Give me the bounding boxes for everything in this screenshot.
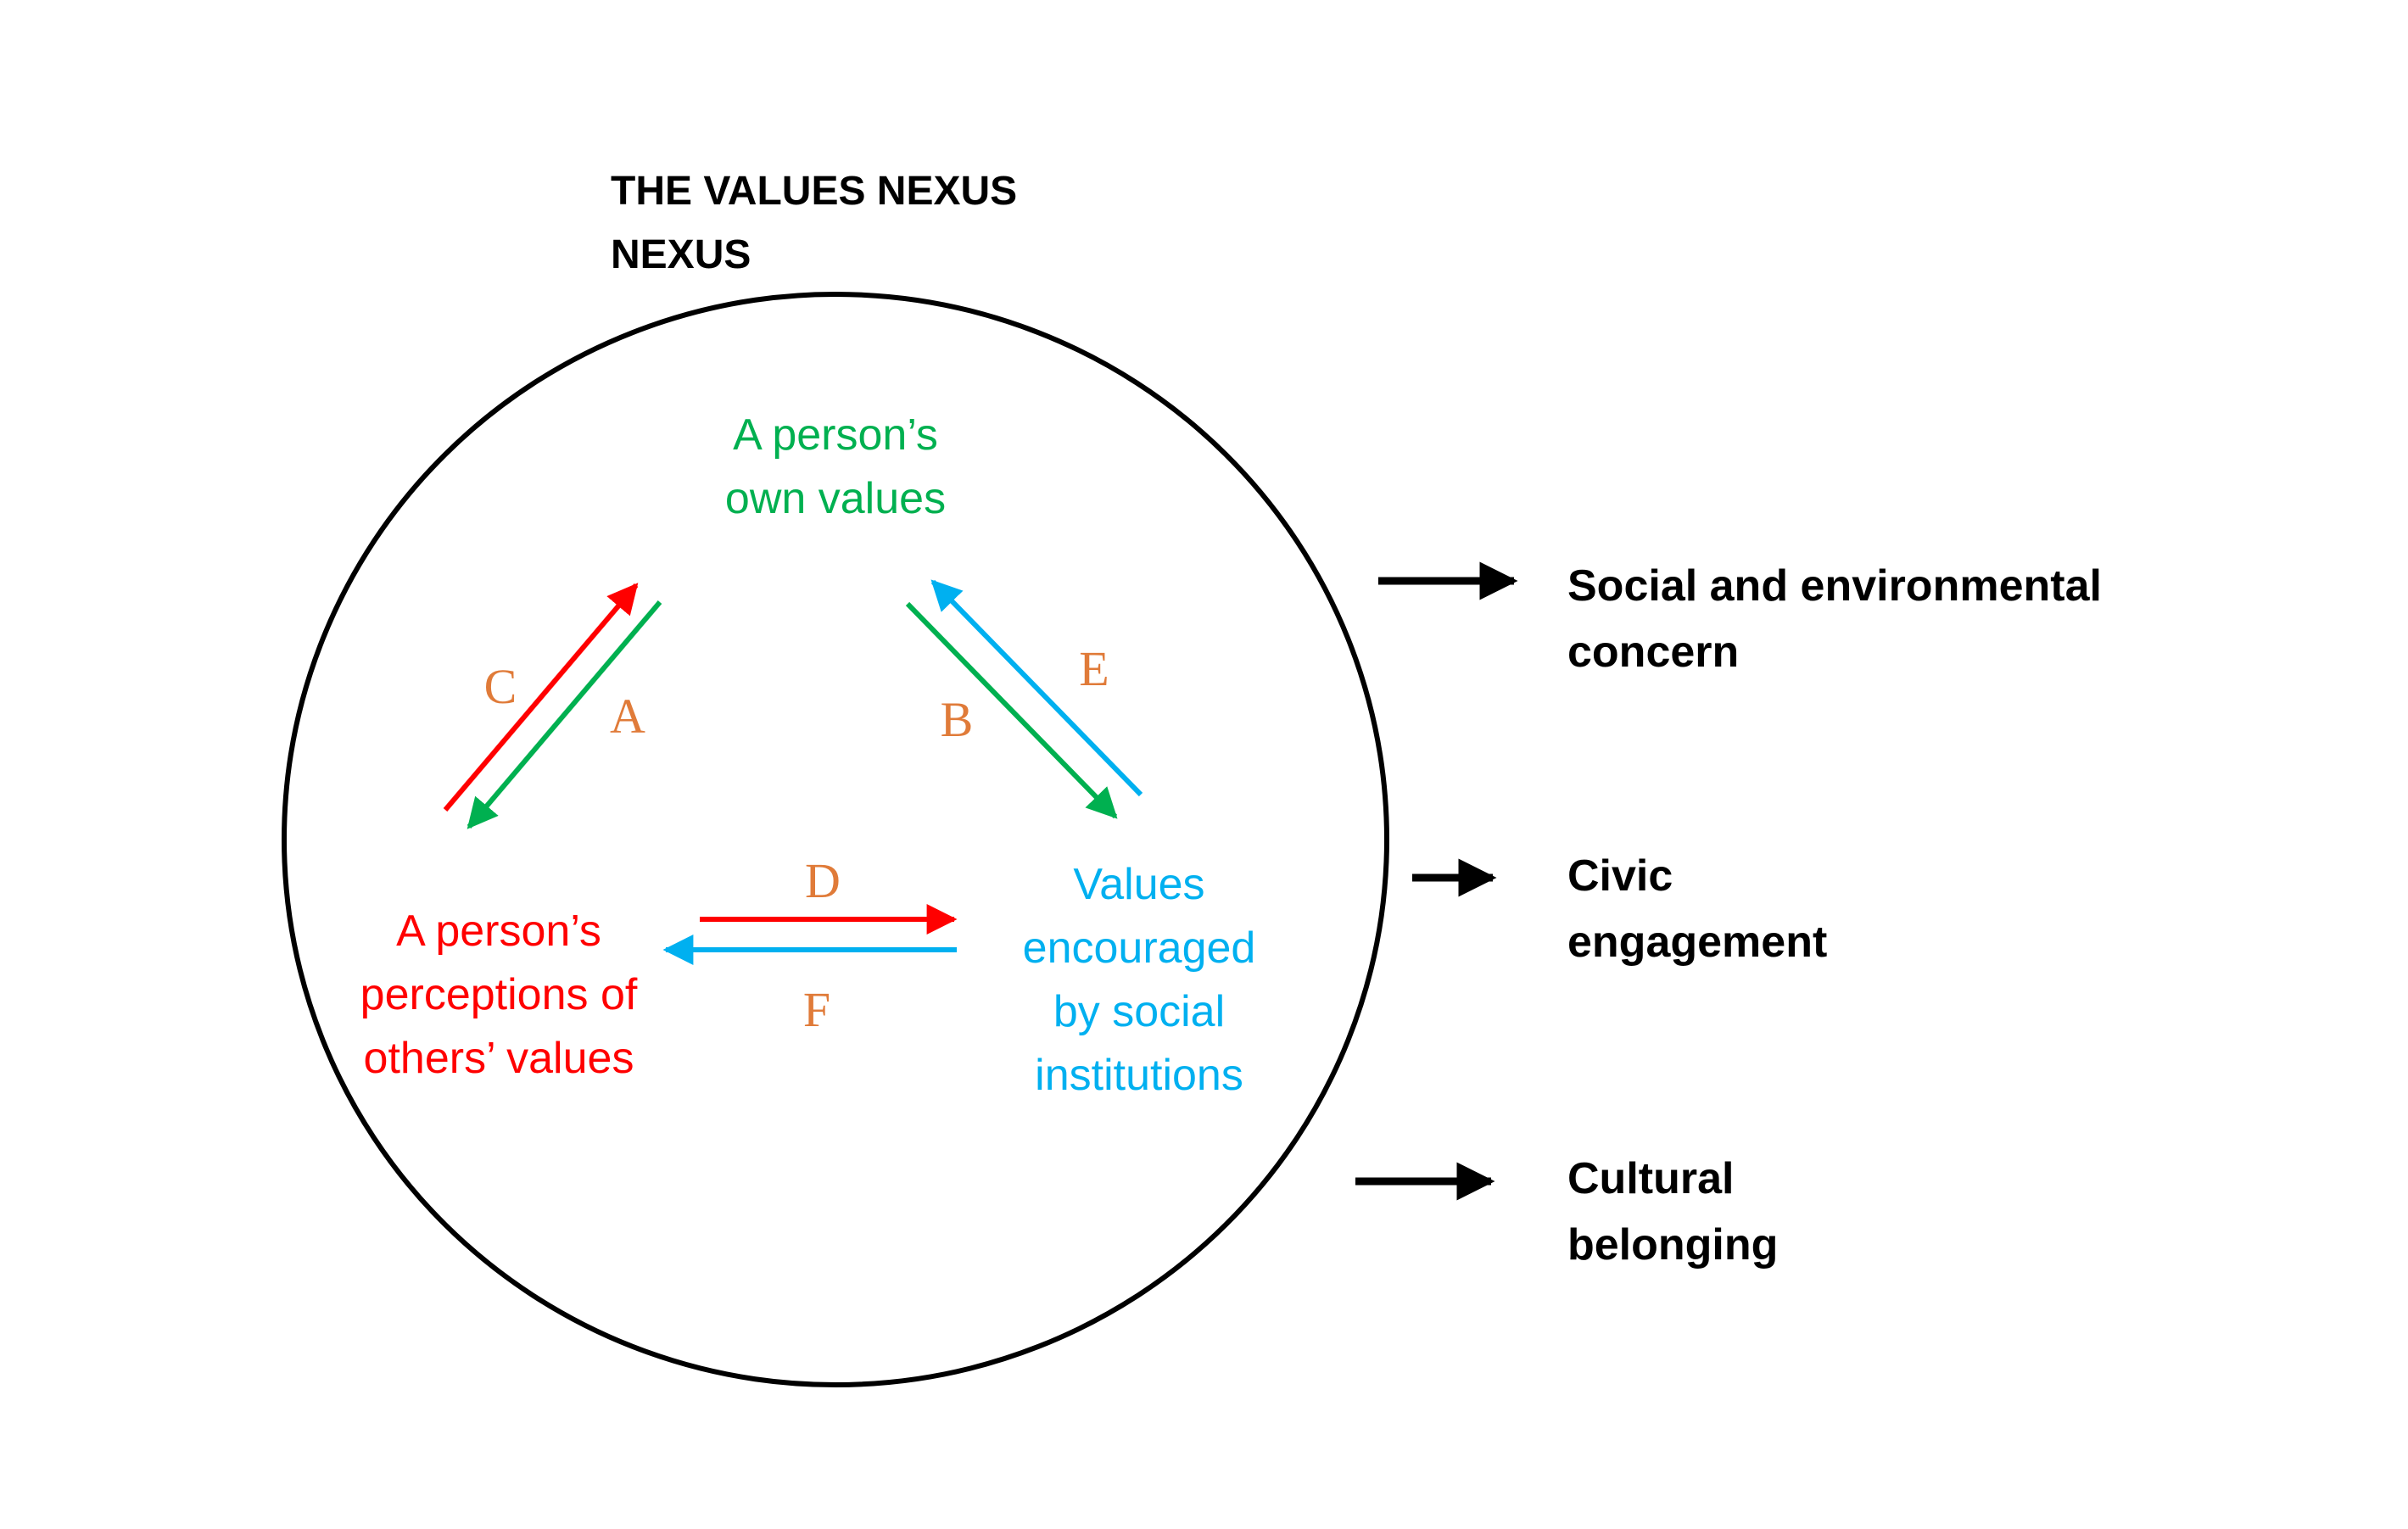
node-perceptions-line3: others’ values	[364, 1034, 634, 1083]
arrow-a	[467, 600, 662, 829]
outcome-social-environmental: Social and environmental concern	[1567, 561, 2102, 677]
diagram-title: THE VALUES NEXUS	[611, 169, 1017, 214]
node-institutions-line4: institutions	[1035, 1051, 1243, 1100]
outcome-3-line1: Cultural	[1567, 1154, 1734, 1203]
label-c: C	[484, 659, 517, 714]
outcome-1-line2: concern	[1567, 628, 1739, 677]
label-e: E	[1079, 641, 1109, 696]
node-own-values-line2: own values	[725, 474, 946, 523]
arrow-c	[443, 583, 639, 812]
arrow-e	[930, 579, 1143, 797]
node-institutions-line3: by social	[1053, 987, 1225, 1036]
node-own-values: A person’s own values	[725, 410, 946, 523]
label-a: A	[610, 689, 645, 744]
node-institutions: Values encouraged by social institutions	[1023, 860, 1256, 1100]
outcome-cultural: Cultural belonging	[1567, 1154, 1778, 1270]
diagram-title-line2: NEXUS	[611, 232, 751, 277]
node-institutions-line2: encouraged	[1023, 924, 1256, 973]
outcome-2-line1: Civic	[1567, 851, 1673, 901]
outcome-1-line1: Social and environmental	[1567, 561, 2102, 611]
outcome-civic: Civic engagement	[1567, 851, 1827, 967]
node-perceptions-line2: perceptions of	[360, 970, 638, 1019]
node-perceptions: A person’s perceptions of others’ values	[360, 907, 638, 1083]
node-institutions-line1: Values	[1073, 860, 1204, 909]
outcome-2-line2: engagement	[1567, 918, 1827, 967]
arrow-b	[905, 601, 1118, 819]
label-b: B	[941, 692, 974, 747]
node-own-values-line1: A person’s	[733, 410, 938, 460]
label-d: D	[805, 853, 841, 908]
outcome-3-line2: belonging	[1567, 1220, 1778, 1270]
node-perceptions-line1: A person’s	[396, 907, 601, 956]
nexus-circle	[282, 292, 1389, 1387]
label-f: F	[803, 982, 830, 1037]
